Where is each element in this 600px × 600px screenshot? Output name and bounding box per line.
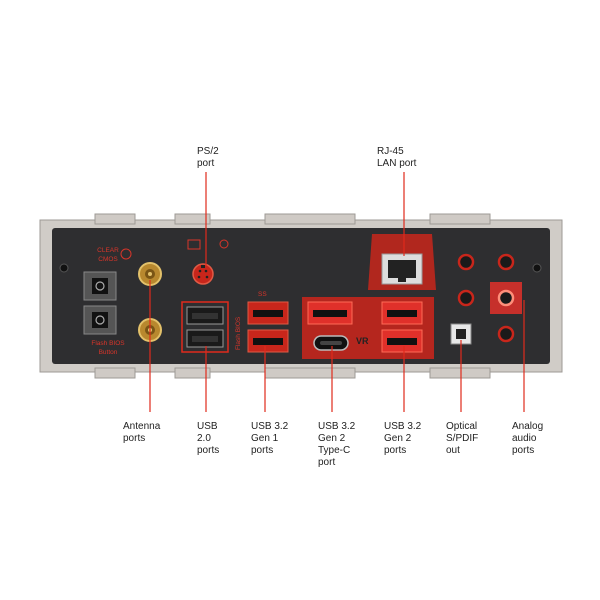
- usb32-gen2-label: USB 3.2 Gen 2 ports: [384, 421, 422, 456]
- usb32-gen2-typea-left: [307, 301, 353, 325]
- cmos-symbol-icon: [120, 248, 132, 260]
- leader-lines: [149, 172, 525, 412]
- optical-spdif-port: [450, 323, 472, 345]
- io-shield-panel: [52, 228, 550, 364]
- vr-logo-icon: VR: [356, 336, 369, 346]
- analog-audio-ports: [457, 253, 522, 343]
- clear-cmos-button: [83, 271, 117, 301]
- analog-audio-label: Analog audio ports: [512, 421, 544, 456]
- mouse-icon: [219, 239, 229, 249]
- usb32-gen1-ports: [247, 301, 289, 353]
- ps2-icon: [187, 239, 201, 250]
- usb32-gen2-typec-label: USB 3.2 Gen 2 Type-C port: [318, 421, 356, 468]
- screw-right: [532, 263, 542, 273]
- screw-left: [59, 263, 69, 273]
- usb32-gen2-ports-right: [381, 301, 423, 353]
- rj45-label: RJ-45 LAN port: [377, 146, 417, 169]
- antenna-label: Antenna ports: [123, 421, 161, 444]
- ps2-port: [192, 263, 214, 285]
- usb3-ss-icon: SS: [258, 291, 267, 298]
- rj45-port: [368, 234, 436, 290]
- optical-label: Optical S/PDIF out: [446, 421, 479, 456]
- usb32-gen1-label: USB 3.2 Gen 1 ports: [251, 421, 289, 456]
- usb20-label: USB 2.0 ports: [197, 421, 220, 456]
- usb20-ports: [181, 301, 229, 353]
- ps2-label: PS/2 port: [197, 146, 219, 169]
- usb32-gen2-typec-port: [313, 335, 349, 351]
- flash-bios-vertical-text: Flash BIOS: [235, 316, 242, 350]
- flash-bios-button: [83, 305, 117, 335]
